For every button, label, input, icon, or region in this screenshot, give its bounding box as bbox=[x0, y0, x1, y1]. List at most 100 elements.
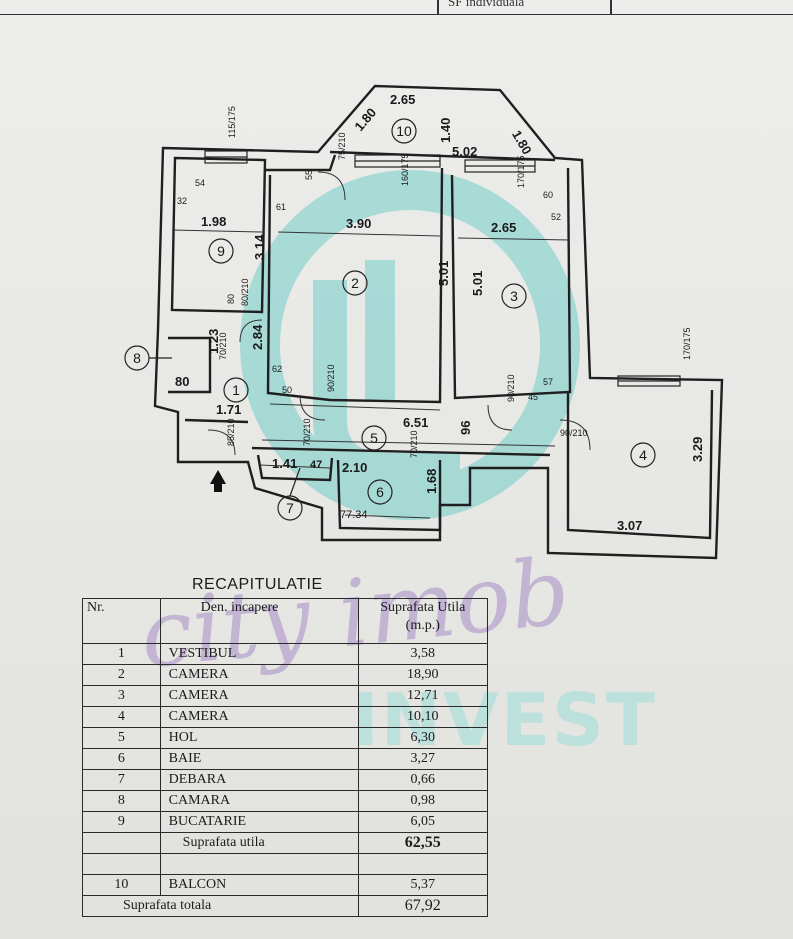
dimension-label: 2.84 bbox=[250, 324, 265, 350]
cell-val: 6,05 bbox=[357, 811, 489, 833]
room-number: 10 bbox=[396, 123, 412, 139]
table-row: 1 VESTIBUL 3,58 bbox=[82, 643, 489, 665]
header-divider bbox=[437, 0, 439, 14]
subtotal-row: Suprafata utila 62,55 bbox=[82, 832, 489, 854]
room-numbers: 1 2 3 4 5 6 7 8 9 10 bbox=[133, 123, 647, 516]
total-label: Suprafata totala bbox=[82, 895, 359, 917]
header-text: SF individuala bbox=[448, 0, 525, 9]
total-value: 67,92 bbox=[357, 895, 489, 917]
room-number: 2 bbox=[351, 275, 359, 291]
table-row: 8 CAMARA 0,98 bbox=[82, 790, 489, 812]
dimension-label: 5.01 bbox=[470, 271, 485, 296]
dimension-label: 1.71 bbox=[216, 402, 241, 417]
cell-empty bbox=[357, 853, 489, 875]
cell-empty bbox=[82, 832, 161, 854]
dimension-label: 47 bbox=[310, 459, 322, 471]
cell-empty bbox=[82, 853, 161, 875]
table-row: 10 BALCON 5,37 bbox=[82, 874, 489, 896]
cell-nr: 1 bbox=[82, 643, 161, 665]
opening-label: 70/210 bbox=[302, 418, 312, 446]
dimension-label: 1.23 bbox=[206, 329, 221, 354]
small-dim: 60 bbox=[543, 190, 553, 200]
cell-den: DEBARA bbox=[159, 769, 359, 791]
recap-title: RECAPITULATIE bbox=[192, 576, 323, 593]
opening-label: 90/210 bbox=[560, 428, 588, 438]
dimension-label: 1.80 bbox=[509, 128, 535, 157]
dimension-labels: 2.65 1.80 1.80 1.40 5.02 1.98 3.14 3.90 … bbox=[175, 92, 705, 533]
small-dim: 57 bbox=[543, 377, 553, 387]
cell-nr: 6 bbox=[82, 748, 161, 770]
cell-val: 12,71 bbox=[357, 685, 489, 707]
room-number: 1 bbox=[232, 382, 240, 398]
opening-label: 115/175 bbox=[227, 106, 237, 138]
dimension-label: 1.41 bbox=[272, 456, 297, 471]
dimension-label: 80 bbox=[175, 374, 189, 389]
cell-nr: 9 bbox=[82, 811, 161, 833]
opening-label: 90/210 bbox=[506, 374, 516, 402]
opening-label: 160/175 bbox=[400, 153, 410, 186]
header-divider bbox=[610, 0, 612, 14]
table-row: 7 DEBARA 0,66 bbox=[82, 769, 489, 791]
opening-label: 170/175 bbox=[682, 327, 692, 360]
small-dim: 52 bbox=[551, 212, 561, 222]
total-row: Suprafata totala 67,92 bbox=[82, 895, 489, 917]
cell-den: BAIE bbox=[159, 748, 359, 770]
table-row: 4 CAMERA 10,10 bbox=[82, 706, 489, 728]
dimension-label: 1.40 bbox=[438, 118, 453, 143]
dimension-label: 1.98 bbox=[201, 214, 226, 229]
inner-lines bbox=[171, 229, 571, 519]
walls bbox=[153, 84, 724, 560]
col-header-den: Den. incapere bbox=[159, 598, 359, 644]
cell-val: 0,66 bbox=[357, 769, 489, 791]
small-dim: 32 bbox=[177, 196, 187, 206]
cell-val: 6,30 bbox=[357, 727, 489, 749]
cell-nr: 2 bbox=[82, 664, 161, 686]
windows bbox=[204, 150, 681, 387]
room-number: 8 bbox=[133, 350, 141, 366]
table-row: 9 BUCATARIE 6,05 bbox=[82, 811, 489, 833]
dimension-label: 3.07 bbox=[617, 518, 642, 533]
watermark-logo bbox=[240, 170, 580, 520]
cell-den: CAMERA bbox=[159, 664, 359, 686]
dimension-label: 2.65 bbox=[390, 92, 415, 107]
opening-label: 70/210 bbox=[409, 430, 419, 458]
small-dim: 61 bbox=[276, 202, 286, 212]
small-dim: 45 bbox=[528, 392, 538, 402]
cell-nr: 7 bbox=[82, 769, 161, 791]
opening-label: 70/210 bbox=[218, 332, 228, 360]
opening-label: 75/210 bbox=[337, 132, 347, 160]
col-header-supraf: Suprafata Utila (m.p.) bbox=[357, 598, 489, 644]
cell-nr: 3 bbox=[82, 685, 161, 707]
room-number: 5 bbox=[370, 430, 378, 446]
small-dims: 54 32 55 61 60 52 62 50 57 45 80 bbox=[177, 170, 561, 402]
cell-val: 5,37 bbox=[357, 874, 489, 896]
dimension-label: 6.51 bbox=[403, 415, 428, 430]
cell-val: 0,98 bbox=[357, 790, 489, 812]
dimension-label: 3.90 bbox=[346, 216, 371, 231]
col-header-nr: Nr. bbox=[82, 598, 161, 644]
small-dim: 62 bbox=[272, 364, 282, 374]
cell-val: 18,90 bbox=[357, 664, 489, 686]
room-markers bbox=[124, 118, 656, 521]
cell-den: VESTIBUL bbox=[159, 643, 359, 665]
dimension-label: 77.34 bbox=[340, 509, 368, 521]
cell-nr: 8 bbox=[82, 790, 161, 812]
table-row: 3 CAMERA 12,71 bbox=[82, 685, 489, 707]
table-row: 6 BAIE 3,27 bbox=[82, 748, 489, 770]
cell-val: 3,58 bbox=[357, 643, 489, 665]
opening-label: 170/175 bbox=[516, 155, 526, 188]
cell-val: 10,10 bbox=[357, 706, 489, 728]
dimension-label: 2.10 bbox=[342, 460, 367, 475]
small-dim: 80 bbox=[226, 294, 236, 304]
opening-label: 85/210 bbox=[226, 418, 236, 446]
cell-den: HOL bbox=[159, 727, 359, 749]
opening-labels: 115/175 75/210 160/175 170/175 80/210 90… bbox=[218, 106, 692, 458]
recap-header-row: Nr. Den. incapere Suprafata Utila (m.p.) bbox=[82, 598, 489, 644]
util-label: Suprafata utila bbox=[159, 832, 359, 854]
dimension-label: 3.14 bbox=[252, 234, 267, 260]
table-row: 2 CAMERA 18,90 bbox=[82, 664, 489, 686]
header-strip bbox=[0, 0, 793, 15]
doors bbox=[207, 171, 591, 456]
dimension-label: 2.65 bbox=[491, 220, 516, 235]
